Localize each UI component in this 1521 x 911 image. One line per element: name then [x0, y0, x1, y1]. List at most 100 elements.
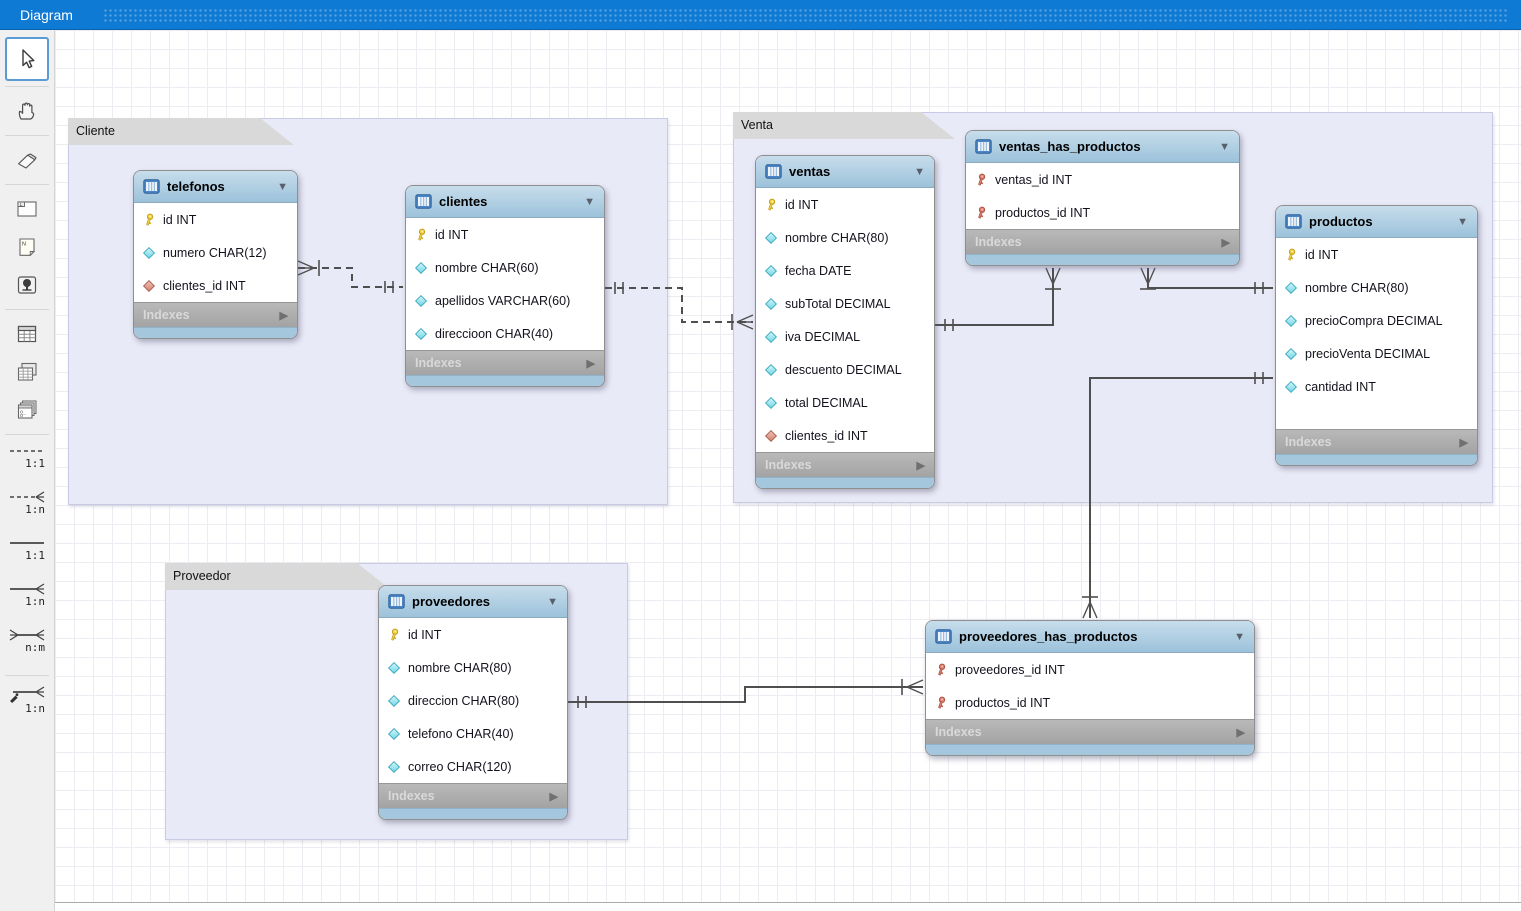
attribute-icon: [414, 294, 428, 308]
layer-icon: L: [14, 196, 40, 222]
column-row[interactable]: iva DECIMAL: [756, 320, 934, 353]
view-tool-button[interactable]: [5, 353, 49, 391]
column-row[interactable]: clientes_id INT: [134, 269, 297, 302]
table-header[interactable]: telefonos▼: [134, 171, 297, 203]
column-row[interactable]: correo CHAR(120): [379, 750, 567, 783]
column-text: productos_id INT: [995, 206, 1090, 220]
table-ventas_has_productos[interactable]: ventas_has_productos▼ventas_id INT produc…: [965, 130, 1240, 266]
rel-11-dashed-tool-button[interactable]: 1:1: [5, 440, 49, 486]
rel-1n-tool-button[interactable]: 1:n: [5, 578, 49, 624]
column-row[interactable]: descuento DECIMAL: [756, 353, 934, 386]
collapse-caret-icon[interactable]: ▼: [547, 596, 558, 608]
indexes-row[interactable]: Indexes▶: [1276, 429, 1477, 454]
indexes-row[interactable]: Indexes▶: [134, 302, 297, 327]
expand-arrow-icon[interactable]: ▶: [550, 790, 558, 803]
collapse-caret-icon[interactable]: ▼: [1234, 631, 1245, 643]
column-row[interactable]: nombre CHAR(60): [406, 251, 604, 284]
collapse-caret-icon[interactable]: ▼: [1219, 141, 1230, 153]
column-row[interactable]: ventas_id INT: [966, 163, 1239, 196]
image-tool-button[interactable]: [5, 266, 49, 304]
column-row[interactable]: subTotal DECIMAL: [756, 287, 934, 320]
layer-tab[interactable]: Cliente: [68, 118, 294, 145]
table-header[interactable]: productos▼: [1276, 206, 1477, 238]
expand-arrow-icon[interactable]: ▶: [1237, 726, 1245, 739]
expand-arrow-icon[interactable]: ▶: [1460, 436, 1468, 449]
indexes-row[interactable]: Indexes▶: [926, 719, 1254, 744]
column-row[interactable]: cantidad INT: [1276, 370, 1477, 403]
column-text: productos_id INT: [955, 696, 1050, 710]
table-header[interactable]: clientes▼: [406, 186, 604, 218]
rel-1n-dashed-icon: [7, 490, 47, 504]
note-tool-button[interactable]: N: [5, 228, 49, 266]
column-row[interactable]: total DECIMAL: [756, 386, 934, 419]
rel-1n-existing-columns-tool-button[interactable]: 1:n: [5, 681, 49, 727]
column-row[interactable]: direccioon CHAR(40): [406, 317, 604, 350]
indexes-row[interactable]: Indexes▶: [966, 229, 1239, 254]
indexes-row[interactable]: Indexes▶: [756, 452, 934, 477]
attribute-icon: [764, 330, 778, 344]
table-telefonos[interactable]: telefonos▼id INTnumero CHAR(12)clientes_…: [133, 170, 298, 339]
column-row[interactable]: numero CHAR(12): [134, 236, 297, 269]
pan-tool-button[interactable]: [5, 92, 49, 130]
collapse-caret-icon[interactable]: ▼: [584, 196, 595, 208]
indexes-row[interactable]: Indexes▶: [406, 350, 604, 375]
table-proveedores[interactable]: proveedores▼id INTnombre CHAR(80)direcci…: [378, 585, 568, 820]
column-row[interactable]: id INT: [1276, 238, 1477, 271]
column-row[interactable]: nombre CHAR(80): [379, 651, 567, 684]
foreign-key-icon: [142, 279, 156, 293]
attribute-icon: [1284, 281, 1298, 295]
table-clientes[interactable]: clientes▼id INTnombre CHAR(60)apellidos …: [405, 185, 605, 387]
collapse-caret-icon[interactable]: ▼: [277, 181, 288, 193]
attribute-icon: [1284, 380, 1298, 394]
column-row[interactable]: id INT: [406, 218, 604, 251]
column-row[interactable]: fecha DATE: [756, 254, 934, 287]
select-tool-button[interactable]: [5, 37, 49, 81]
layer-tab[interactable]: Proveedor: [165, 563, 391, 590]
column-row[interactable]: productos_id INT: [926, 686, 1254, 719]
table-icon: [415, 194, 432, 209]
column-row[interactable]: nombre CHAR(80): [756, 221, 934, 254]
column-row[interactable]: proveedores_id INT: [926, 653, 1254, 686]
table-header[interactable]: proveedores▼: [379, 586, 567, 618]
table-icon: [14, 321, 40, 347]
table-tool-button[interactable]: [5, 315, 49, 353]
routine-group-tool-button[interactable]: o_ o: [5, 391, 49, 429]
table-productos[interactable]: productos▼id INTnombre CHAR(80)precioCom…: [1275, 205, 1478, 466]
attribute-icon: [387, 661, 401, 675]
toolbar-separator: [5, 86, 49, 87]
column-row[interactable]: nombre CHAR(80): [1276, 271, 1477, 304]
table-proveedores_has_productos[interactable]: proveedores_has_productos▼proveedores_id…: [925, 620, 1255, 756]
expand-arrow-icon[interactable]: ▶: [587, 357, 595, 370]
expand-arrow-icon[interactable]: ▶: [1222, 236, 1230, 249]
column-row[interactable]: apellidos VARCHAR(60): [406, 284, 604, 317]
layer-label: Venta: [741, 118, 773, 132]
column-text: id INT: [785, 198, 818, 212]
expand-arrow-icon[interactable]: ▶: [280, 309, 288, 322]
table-ventas[interactable]: ventas▼ id INT nombre CHAR(80)fecha DATEsu…: [755, 155, 935, 489]
table-header[interactable]: ventas▼: [756, 156, 934, 188]
table-footer: [756, 477, 934, 489]
column-row[interactable]: productos_id INT: [966, 196, 1239, 229]
column-row[interactable]: id INT: [756, 188, 934, 221]
rel-1n-dashed-tool-button[interactable]: 1:n: [5, 486, 49, 532]
collapse-caret-icon[interactable]: ▼: [1457, 216, 1468, 228]
column-row[interactable]: id INT: [379, 618, 567, 651]
column-row[interactable]: precioVenta DECIMAL: [1276, 337, 1477, 370]
table-header[interactable]: proveedores_has_productos▼: [926, 621, 1254, 653]
indexes-row[interactable]: Indexes▶: [379, 783, 567, 808]
layer-tool-button[interactable]: L: [5, 190, 49, 228]
layer-tab[interactable]: Venta: [733, 112, 955, 139]
column-row[interactable]: precioCompra DECIMAL: [1276, 304, 1477, 337]
eraser-tool-button[interactable]: [5, 141, 49, 179]
column-row[interactable]: clientes_id INT: [756, 419, 934, 452]
table-header[interactable]: ventas_has_productos▼: [966, 131, 1239, 163]
tab-diagram[interactable]: Diagram: [0, 7, 103, 23]
column-row[interactable]: direccion CHAR(80): [379, 684, 567, 717]
expand-arrow-icon[interactable]: ▶: [917, 459, 925, 472]
collapse-caret-icon[interactable]: ▼: [914, 166, 925, 178]
rel-nm-tool-button[interactable]: n:m: [5, 624, 49, 670]
column-row[interactable]: telefono CHAR(40): [379, 717, 567, 750]
column-row[interactable]: id INT: [134, 203, 297, 236]
rel-11-tool-button[interactable]: 1:1: [5, 532, 49, 578]
diagram-tab-bar: Diagram: [0, 0, 1521, 30]
